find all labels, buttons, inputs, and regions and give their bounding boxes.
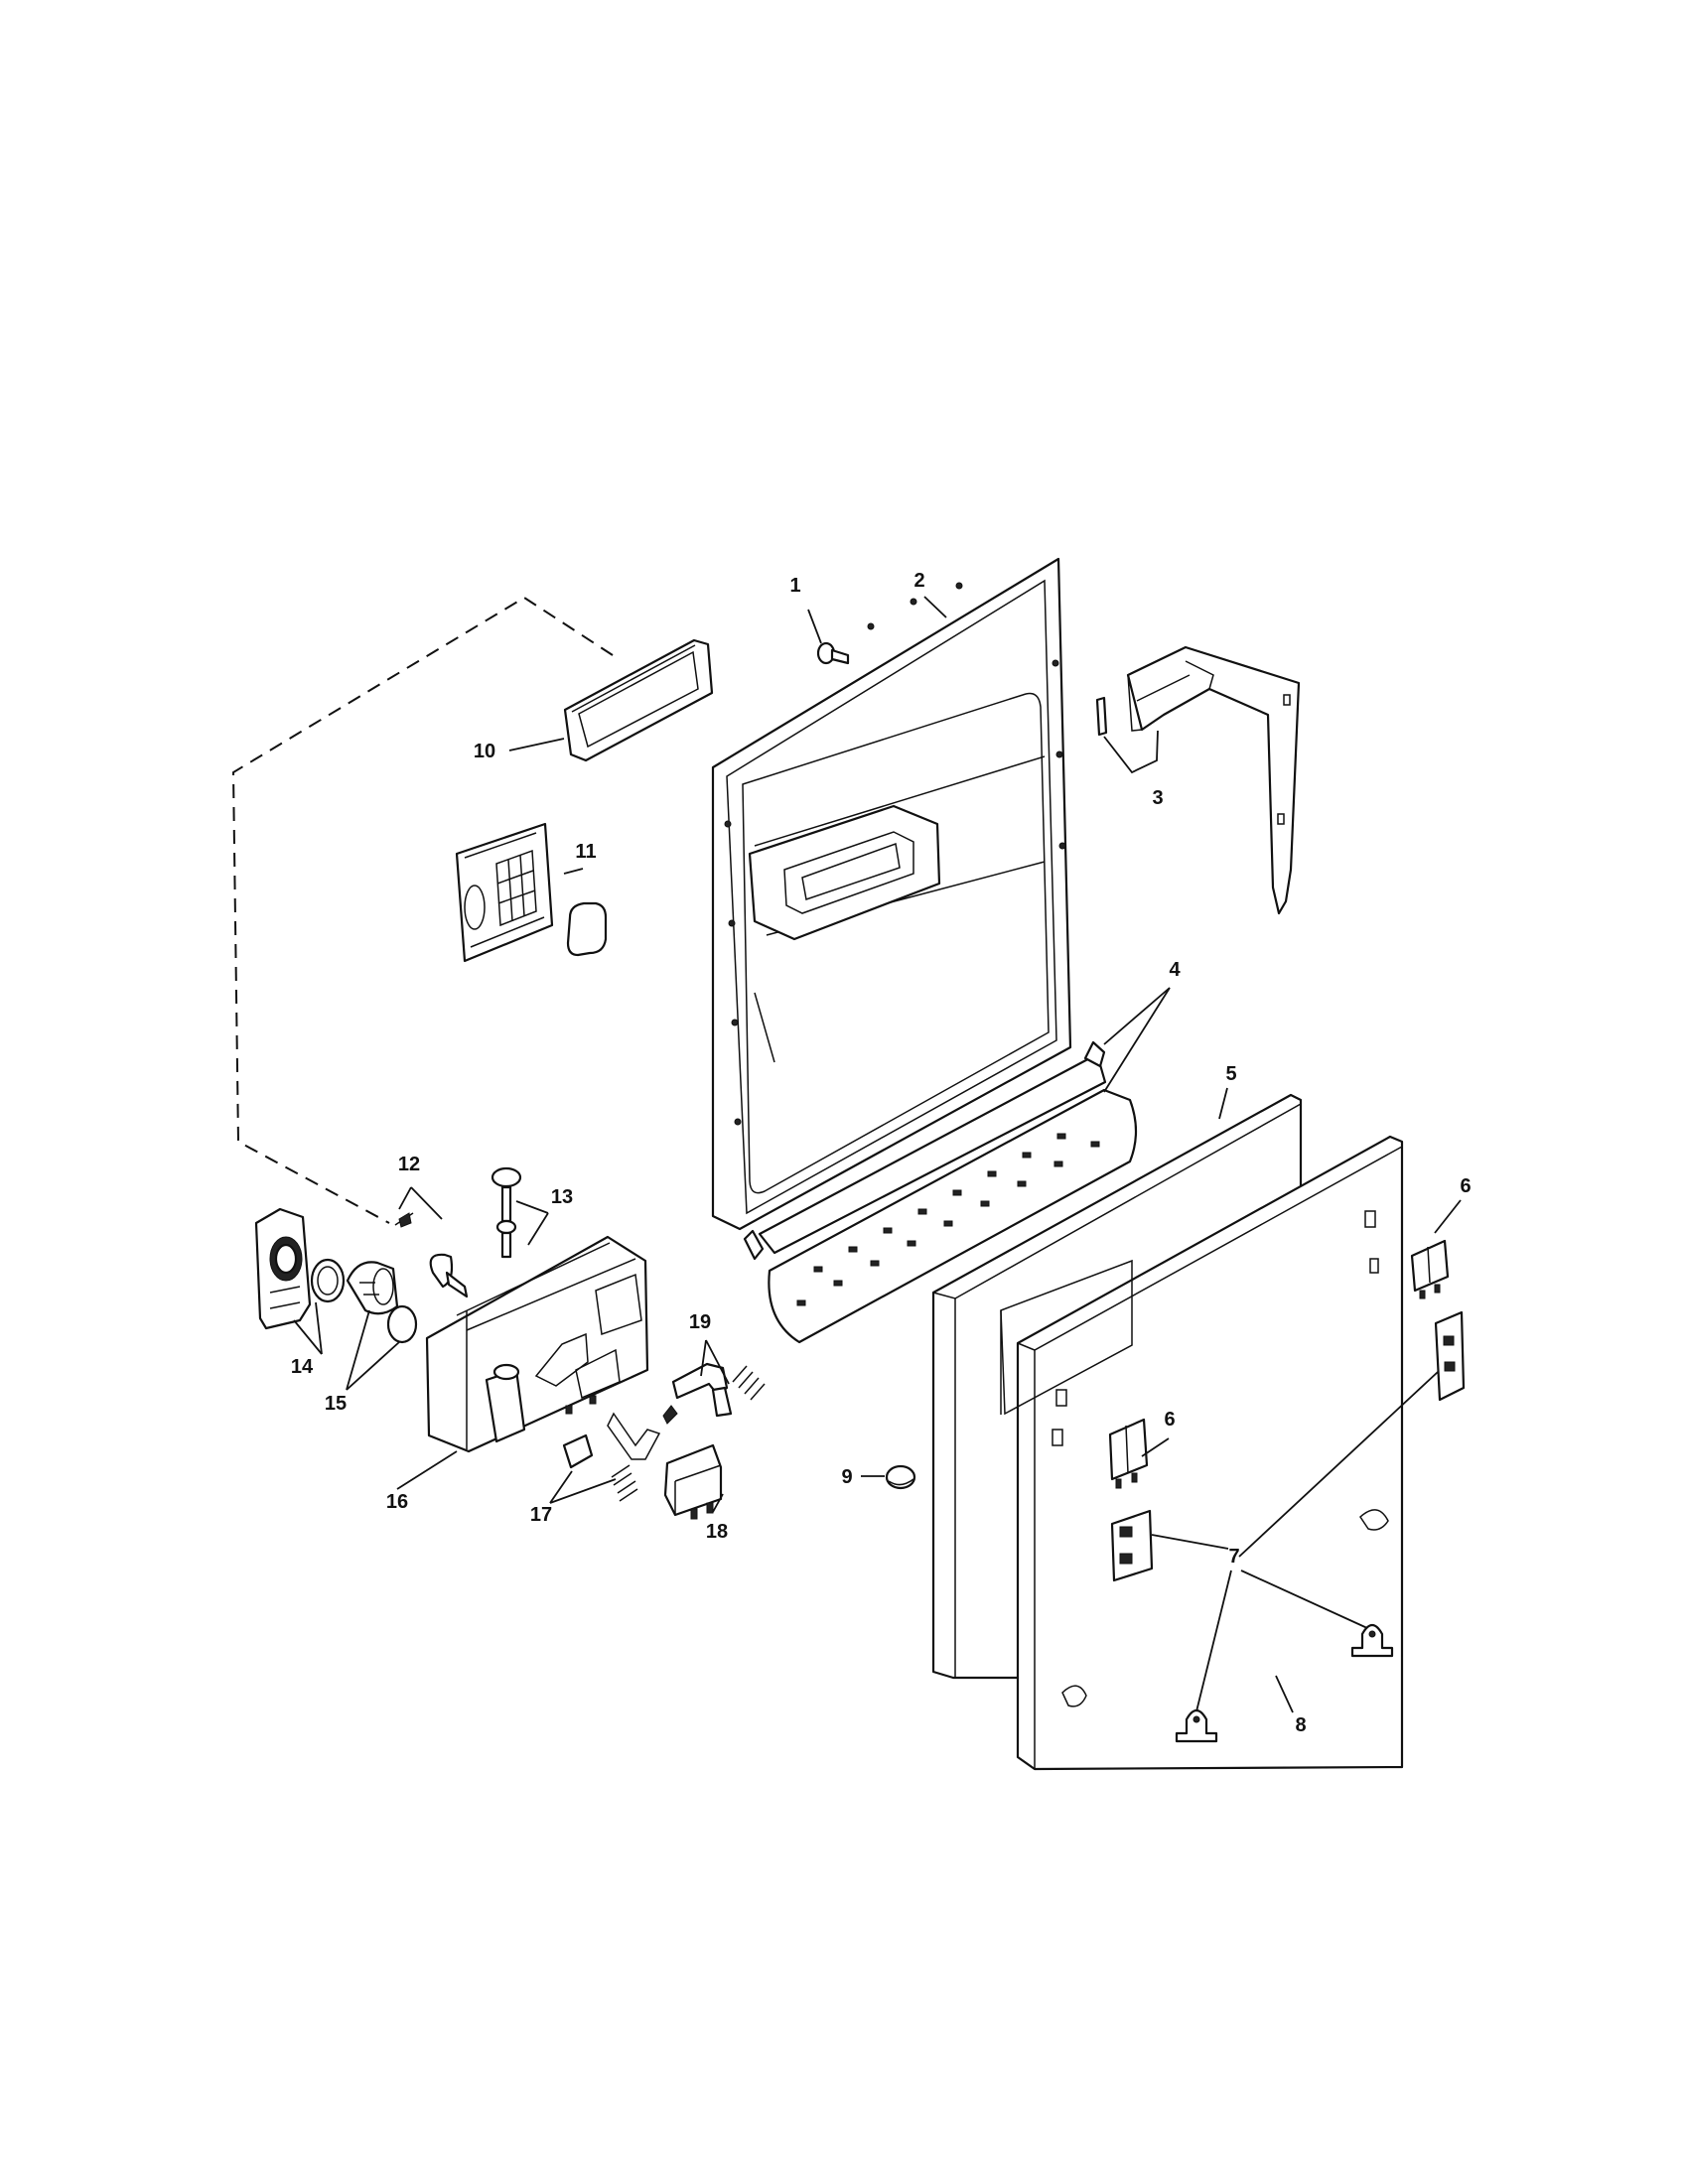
part-18-solenoid — [663, 1443, 723, 1520]
part-16-dispenser-housing — [425, 1235, 649, 1453]
part-1-screw — [816, 641, 850, 665]
part-17-levers-and-spring — [562, 1405, 678, 1502]
part-2-inner-door-panel — [711, 557, 1072, 1231]
callout-18: 18 — [706, 1521, 728, 1543]
callout-10: 10 — [474, 741, 495, 762]
part-15-knob-and-ring — [346, 1261, 418, 1344]
callout-14: 14 — [291, 1356, 314, 1378]
part-14-dispenser-bezel — [254, 1207, 346, 1330]
part-3-hinge-bracket — [1095, 645, 1301, 915]
part-13-plunger — [491, 1166, 522, 1259]
callout-8: 8 — [1295, 1714, 1306, 1736]
part-10-dispenser-gasket — [563, 638, 714, 762]
callout-7: 7 — [1228, 1546, 1239, 1568]
part-6-door-switch-right — [1410, 1239, 1450, 1299]
callout-13: 13 — [551, 1186, 573, 1208]
leader-lines — [293, 596, 1462, 1713]
callout-1: 1 — [789, 575, 800, 597]
part-6-door-switch-center — [1108, 1418, 1149, 1489]
callout-3: 3 — [1152, 787, 1163, 809]
part-4-lower-trim-strip — [743, 1040, 1138, 1344]
part-11-dispenser-cover — [455, 822, 608, 963]
callout-labels: 1 2 3 4 5 6 6 7 8 9 10 11 12 13 14 15 16… — [291, 570, 1472, 1736]
callout-6a: 6 — [1460, 1175, 1471, 1197]
callout-9: 9 — [841, 1466, 852, 1488]
callout-2: 2 — [913, 570, 924, 592]
callout-4: 4 — [1169, 959, 1181, 981]
callout-16: 16 — [386, 1491, 408, 1513]
part-9-bumper — [885, 1464, 916, 1490]
part-7-hinge-plates — [1110, 1310, 1466, 1743]
callout-6b: 6 — [1164, 1409, 1175, 1431]
part-19-actuator-and-spring — [671, 1362, 766, 1418]
callout-5: 5 — [1225, 1063, 1236, 1085]
callout-15: 15 — [325, 1393, 347, 1415]
callout-17: 17 — [530, 1504, 552, 1526]
callout-11: 11 — [575, 841, 596, 863]
assembly-guide-dashed-line — [231, 596, 614, 1224]
part-12-spring-and-lever — [394, 1212, 469, 1298]
callout-19: 19 — [689, 1311, 711, 1333]
callout-12: 12 — [398, 1154, 420, 1175]
part-8-door-panel — [1000, 1135, 1404, 1771]
